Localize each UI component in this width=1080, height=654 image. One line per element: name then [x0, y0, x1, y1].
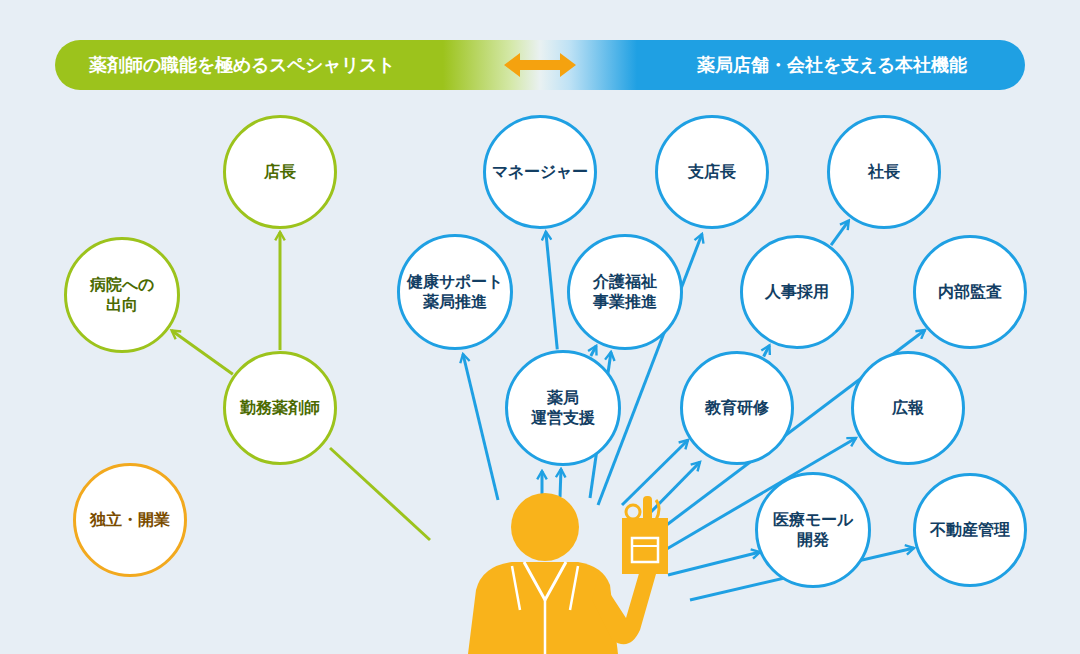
band-fill [55, 40, 1025, 90]
career-circle: 店長 [223, 115, 337, 229]
circle-shape [66, 239, 179, 352]
circle-label-group: 病院への 出向 [73, 275, 171, 315]
path-arrow [560, 469, 561, 497]
circle-shape [915, 475, 1026, 586]
circle-shape [757, 474, 870, 587]
circle-label-group: 広報 [892, 398, 924, 418]
career-label: 介護福祉 事業推進 [576, 272, 674, 312]
career-label: 勤務薬剤師 [240, 398, 320, 418]
path-arrow [622, 440, 688, 505]
career-label: 店長 [264, 162, 296, 182]
path-arrow [463, 354, 498, 500]
circle-label-group: 店長 [264, 162, 296, 182]
circle-label-group: 社長 [868, 162, 900, 182]
career-label: 人事採用 [765, 282, 829, 302]
bag-label [632, 538, 658, 562]
career-arrow [546, 232, 557, 350]
band-title-right: 薬局店舗・会社を支える本社機能 [697, 40, 967, 90]
career-label: 教育研修 [705, 398, 769, 418]
bag-item [626, 505, 640, 519]
circle-label-group: 教育研修 [705, 398, 769, 418]
circle-label-group: 薬局 運営支援 [514, 388, 612, 428]
circle-label-group: 支店長 [688, 162, 736, 182]
career-circle: 広報 [851, 351, 965, 465]
career-circle: 支店長 [655, 115, 769, 229]
circle-shape [915, 237, 1026, 348]
career-label: 支店長 [688, 162, 736, 182]
career-label: マネージャー [492, 162, 588, 182]
career-circle: 健康サポート 薬局推進 [397, 234, 513, 350]
figure-collar [524, 562, 566, 600]
header-band: 薬剤師の職能を極めるスペシャリスト 薬局店舗・会社を支える本社機能 [55, 40, 1025, 90]
career-label: 独立・開業 [90, 510, 170, 530]
circle-label-group: 健康サポート 薬局推進 [406, 272, 504, 312]
career-circle: 人事採用 [740, 235, 854, 349]
figure-head [511, 493, 579, 561]
circle-shape [569, 236, 682, 349]
band-title-left: 薬剤師の職能を極めるスペシャリスト [89, 40, 395, 90]
career-circle: 内部監査 [913, 235, 1027, 349]
career-circle: 勤務薬剤師 [223, 351, 337, 465]
circle-shape [399, 236, 512, 349]
career-arrow [831, 221, 849, 245]
circle-label-group: 勤務薬剤師 [240, 398, 320, 418]
career-circle: 医療モール 開発 [755, 472, 871, 588]
circle-shape [853, 353, 964, 464]
bag-item [656, 500, 659, 520]
career-circle: 社長 [827, 115, 941, 229]
medicine-bag [622, 518, 668, 574]
career-arrow [764, 345, 770, 356]
career-circle: 介護福祉 事業推進 [567, 234, 683, 350]
circle-label-group: 独立・開業 [90, 510, 170, 530]
circle-shape [829, 117, 940, 228]
career-label: 広報 [892, 398, 924, 418]
figure-body [468, 562, 618, 654]
figure-coat-lines [512, 566, 578, 654]
circle-label-group: 内部監査 [938, 282, 1002, 302]
figure-arm [592, 570, 656, 644]
circle-shape [742, 237, 853, 348]
career-circle: 不動産管理 [913, 473, 1027, 587]
career-circle: 薬局 運営支援 [505, 350, 621, 466]
circle-shape [75, 465, 186, 576]
circle-shape [657, 117, 768, 228]
career-circle: 病院への 出向 [64, 237, 180, 353]
career-label: 内部監査 [938, 282, 1002, 302]
circle-label-group: 不動産管理 [930, 520, 1010, 540]
career-label: 不動産管理 [930, 520, 1010, 540]
path-arrow [668, 552, 760, 575]
path-line [330, 448, 430, 540]
double-arrow [504, 53, 576, 77]
career-label: 社長 [868, 162, 900, 182]
career-arrow [591, 346, 596, 356]
circle-shape [507, 352, 620, 465]
circle-shape [485, 117, 596, 228]
career-arrow [172, 330, 233, 374]
circle-label-group: 人事採用 [765, 282, 829, 302]
career-circle: 独立・開業 [73, 463, 187, 577]
career-label: 医療モール 開発 [764, 510, 862, 550]
circle-shape [225, 117, 336, 228]
circle-shape [682, 353, 793, 464]
circle-label-group: マネージャー [492, 162, 588, 182]
pharmacist-figure [468, 493, 668, 654]
circle-shape [225, 353, 336, 464]
career-label: 薬局 運営支援 [514, 388, 612, 428]
circle-label-group: 医療モール 開発 [764, 510, 862, 550]
career-label: 健康サポート 薬局推進 [406, 272, 504, 312]
circle-label-group: 介護福祉 事業推進 [576, 272, 674, 312]
career-label: 病院への 出向 [73, 275, 171, 315]
bag-label [632, 545, 658, 547]
career-circle: マネージャー [483, 115, 597, 229]
career-arrow [279, 232, 282, 350]
career-circle: 教育研修 [680, 351, 794, 465]
